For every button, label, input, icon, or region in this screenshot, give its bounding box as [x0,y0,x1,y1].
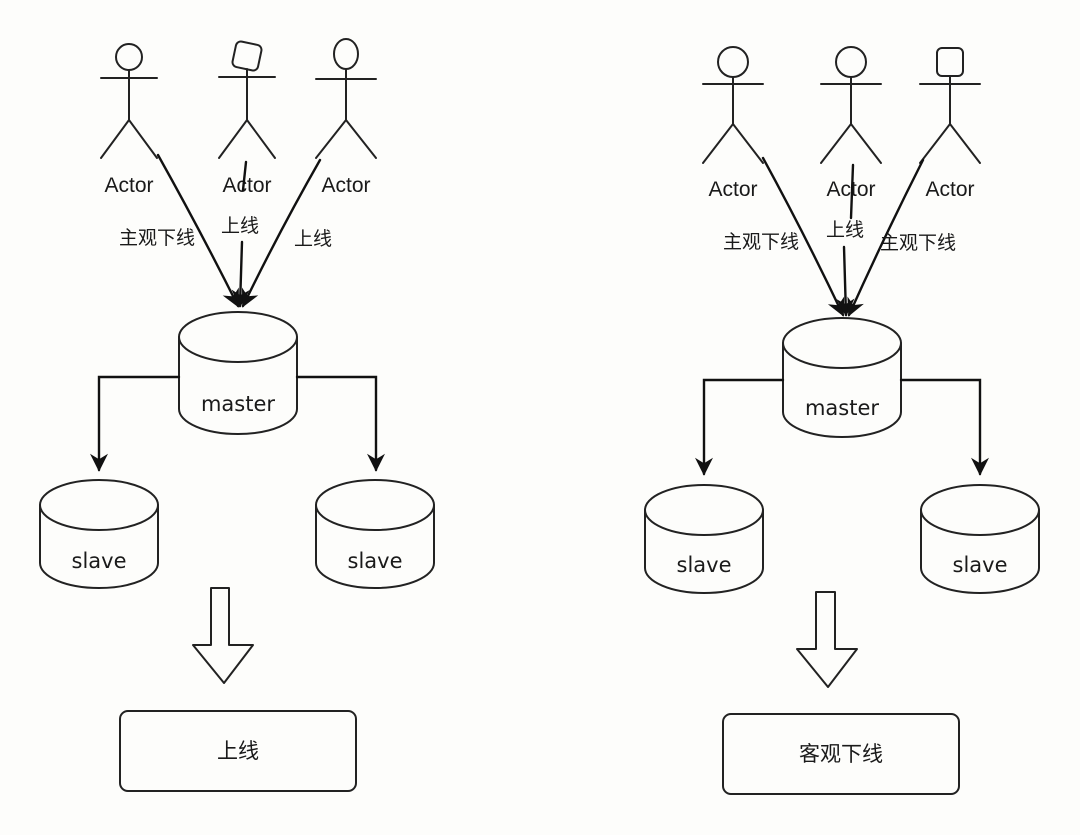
master-database[interactable]: master [178,311,298,435]
edge-label: 上线 [294,228,332,250]
actor-label: Actor [708,178,757,201]
actor-icon [702,46,764,164]
edge-master-slave-right [295,375,385,472]
actor-2: Actor [820,46,882,201]
edge-label: 主观下线 [880,232,956,254]
actor-1: Actor [100,43,158,197]
master-label: master [805,396,879,420]
edge-master-slave-right [899,378,989,476]
actor-3: Actor [315,38,377,197]
edge-master-slave-left [90,375,181,472]
actor-icon [100,43,158,159]
edge-label: 上线 [221,215,259,237]
slave-label: slave [953,553,1008,577]
edge-label: 主观下线 [119,227,195,249]
result-label: 上线 [217,739,259,763]
edge-actor3-master [241,158,322,308]
edge-label: 主观下线 [723,231,799,253]
actor-3: Actor [919,47,981,201]
actor-icon [919,47,981,164]
edge-actor2-master [844,163,853,315]
actor-label: Actor [321,174,370,197]
slave-database[interactable]: slave [315,479,435,589]
edge-master-slave-left [695,378,785,476]
actor-label: Actor [925,178,974,201]
panel-right: Actor Actor Actor 主观下线 上线 主观下线 master [644,46,1040,795]
down-arrow-icon [192,587,254,684]
slave-label: slave [348,549,403,573]
result-label: 客观下线 [799,742,883,766]
actor-label: Actor [222,174,271,197]
panel-left: Actor Actor Actor 主观下线 上线 上线 master [39,38,435,792]
actor-label: Actor [104,174,153,197]
edge-actor2-master [240,160,246,306]
slave-database[interactable]: slave [644,484,764,594]
result-box: 上线 [119,710,357,792]
slave-database[interactable]: slave [920,484,1040,594]
actor-icon [218,40,276,159]
actor-icon [820,46,882,164]
result-box: 客观下线 [722,713,960,795]
actor-icon [315,38,377,159]
slave-database[interactable]: slave [39,479,159,589]
down-arrow-icon [796,591,858,688]
slave-label: slave [72,549,127,573]
slave-label: slave [677,553,732,577]
master-label: master [201,392,275,416]
actor-1: Actor [702,46,764,201]
actor-2: Actor [218,40,276,197]
edge-actor3-master [847,158,925,317]
edge-label: 上线 [826,219,864,241]
master-database[interactable]: master [782,317,902,438]
